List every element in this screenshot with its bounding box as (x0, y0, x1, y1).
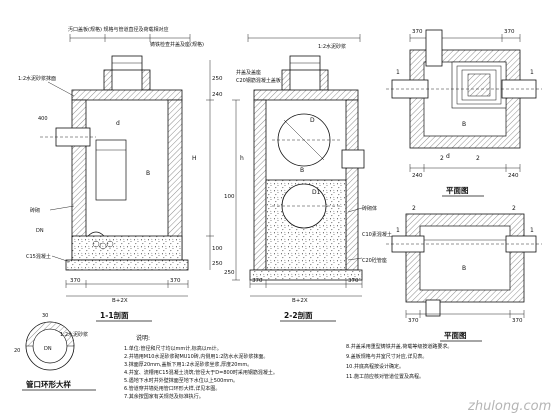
mid-label-d: D (310, 117, 315, 124)
note-right-2: 9.盖板规格与井室尺寸对应,详见表。 (346, 353, 427, 360)
note-right-4: 11.施工前应核对管道位置及高程。 (346, 373, 424, 380)
mid-label-brick: 砖砌体 (362, 205, 377, 212)
note-left-3: 3.抹面厚20mm,盖板下用1:2水泥砂浆坐浆,厚度20mm。 (124, 361, 252, 368)
plan-top-dim-1: 370 (504, 29, 515, 35)
mid-label-plain: C10素混凝土 (362, 231, 392, 238)
left-dim-1: 370 (170, 278, 181, 284)
left-label-dn: DN (36, 228, 44, 234)
detail-label-dn: DN (44, 346, 52, 352)
mid-label-d1: D1 (312, 189, 321, 196)
note-left-6: 6.管道穿井墙处用管口环形大样,详见本图。 (124, 385, 220, 392)
section-1-1: 汚口盖板(规格) 规格与管道直径及荷载相对应 铸铁检查井盖及座(规格) 1:2水… (18, 26, 223, 322)
left-section-title: 1-1剖面 (100, 310, 129, 320)
plan-bottom-mark-2b: 2 (512, 205, 516, 212)
mid-dim-1: 250 (224, 270, 235, 276)
notes-heading: 说明: (136, 334, 150, 342)
plan-bottom-title: 平面图 (444, 331, 467, 340)
mid-dim-0: 100 (224, 194, 235, 200)
plan-bottom: B 1 1 2 2 370 370 平面图 (386, 205, 542, 342)
left-label-400: 400 (38, 116, 48, 122)
left-dim-2: 240 (212, 92, 223, 98)
mid-label-slab: C20钢筋混凝土盖板 (236, 77, 281, 84)
left-label-frame: 铸铁检查井盖及座(规格) (150, 41, 204, 48)
plan-bottom-mark-1b: 1 (530, 227, 534, 234)
plan-top-mark-2b: 2 (476, 155, 480, 162)
plan-bottom-b: B (462, 265, 466, 272)
note-right-3: 10.井底高程按设计确定。 (346, 363, 404, 370)
left-label-cover: 汚口盖板(规格) 规格与管道直径及荷载相对应 (68, 26, 169, 33)
plan-bottom-mark-2a: 2 (412, 205, 416, 212)
plan-top-title: 平面图 (446, 186, 469, 195)
note-left-7: 7.其余按国家有关规范及标准执行。 (124, 393, 204, 400)
plan-top-mark-2a: 2 (440, 155, 444, 162)
left-label-plaster: 1:2水泥砂浆抹面 (18, 75, 56, 82)
mid-label-cover: 井盖及盖座 (236, 69, 261, 76)
left-dim-4: 250 (212, 261, 223, 267)
detail-label-20: 20 (14, 348, 20, 354)
plan-top-b: B (462, 121, 466, 128)
plan-top-mark-1a: 1 (396, 69, 400, 76)
plan-top-mark-1b: 1 (530, 69, 534, 76)
section-2-2: 井盖及盖座 C20钢筋混凝土盖板 1:2水泥砂浆 D D1 h B 砖砌体 C1… (224, 34, 392, 322)
plan-top: 370 370 1 1 2 2 d B 240 240 平面图 (386, 29, 542, 197)
left-label-b: B (146, 170, 150, 177)
note-left-4: 4.井室、流槽用C15混凝土浇筑;管径大于D=800时采用钢筋混凝土。 (124, 369, 278, 376)
left-label-h: H (192, 155, 197, 162)
detail-label-mortar: 1:2水泥砂浆 (60, 331, 88, 338)
mid-label-seat: C20砼管座 (362, 257, 387, 264)
left-width-label: B+2X (112, 298, 128, 304)
left-label-concrete: C15混凝土 (26, 253, 51, 260)
mid-dim-2: 370 (252, 278, 263, 284)
plan-bottom-dim-1: 370 (512, 318, 523, 324)
plan-top-dim-2: 240 (412, 173, 423, 179)
note-left-1: 1.单位:管径和尺寸均以mm计,标高以m计。 (124, 345, 222, 352)
plan-top-dim-3: 240 (508, 173, 519, 179)
plan-bottom-mark-1a: 1 (396, 227, 400, 234)
mid-label-h: h (240, 155, 244, 162)
watermark: zhulong.com (467, 399, 551, 414)
plan-top-d: d (446, 153, 450, 160)
plan-bottom-dim-0: 370 (408, 318, 419, 324)
notes-block: 说明: 1.单位:管径和尺寸均以mm计,标高以m计。 2.井墙用M10水泥砂浆砌… (124, 334, 452, 400)
left-dim-3: 100 (212, 246, 223, 252)
mid-dim-3: 370 (348, 278, 359, 284)
mid-label-b: B (300, 167, 304, 174)
mid-label-mortar: 1:2水泥砂浆 (318, 43, 346, 50)
pipe-ring-detail: 30 20 DN 1:2水泥砂浆 管口环形大样 (14, 313, 96, 391)
detail-label-30: 30 (42, 313, 48, 319)
mid-section-title: 2-2剖面 (284, 310, 313, 320)
mid-width-label: B+2X (292, 298, 308, 304)
left-label-d: d (116, 120, 120, 127)
left-dim-5: 250 (212, 76, 223, 82)
left-dim-0: 370 (70, 278, 81, 284)
left-label-brick: 砖砌 (30, 207, 40, 214)
detail-title: 管口环形大样 (26, 379, 71, 389)
plan-top-dim-0: 370 (412, 29, 423, 35)
note-left-2: 2.井墙用M10水泥砂浆砌MU10砖,内侧用1:2防水水泥砂浆抹面。 (124, 353, 268, 360)
note-right-1: 8.井盖采用重型铸铁井盖,荷载等级按道路要求。 (346, 343, 452, 350)
note-left-5: 5.遇地下水时井外壁抹面至地下水位以上500mm。 (124, 377, 238, 384)
